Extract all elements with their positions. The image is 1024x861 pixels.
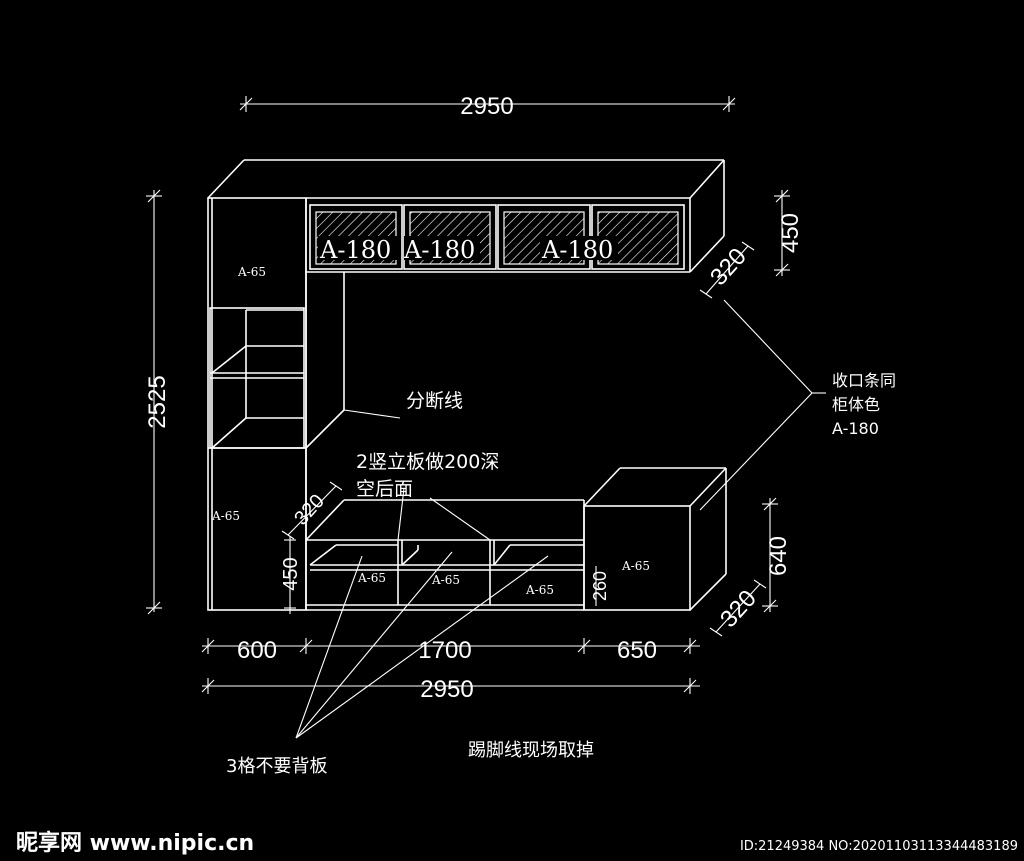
right-low-cabinet: [583, 467, 727, 611]
dim-right-depth: 320: [709, 579, 767, 637]
label-tv-3: A-65: [525, 583, 554, 597]
dim-right-height: 640: [762, 497, 792, 613]
dim-top-width-text: 2950: [460, 93, 513, 120]
dim-upper-height: 450: [774, 189, 804, 277]
note-vertical-board-2: 空后面: [356, 478, 413, 500]
watermark-logo: 昵享网 www.nipic.cn: [16, 830, 254, 856]
dim-left-width-text: 600: [237, 637, 277, 664]
note-trim-3: A-180: [832, 419, 879, 438]
dim-height-text: 2525: [144, 375, 171, 428]
note-kickboard: 踢脚线现场取掉: [468, 740, 594, 761]
label-upper-1: A-180: [319, 236, 391, 264]
break-line-leader: [343, 409, 401, 419]
dim-plinth-text: 260: [590, 571, 610, 601]
dim-tv-depth-text: 320: [290, 490, 329, 530]
dim-right-width-text: 650: [617, 637, 657, 664]
note-vertical-board-1: 2竖立板做200深: [356, 451, 499, 473]
dim-lower-height: 450: [280, 536, 302, 614]
vertical-board-leaders: [397, 487, 491, 541]
note-break-line: 分断线: [406, 390, 463, 412]
dim-bottom-total: 2950: [201, 676, 700, 703]
dim-upper-height-text: 450: [777, 213, 804, 253]
dim-lower-height-text: 450: [280, 557, 302, 590]
left-tall-cabinet: [207, 197, 307, 611]
label-left-bottom: A-65: [211, 509, 240, 523]
dim-right-height-text: 640: [765, 536, 792, 576]
note-trim-1: 收口条同: [832, 371, 896, 390]
upper-cabinet-outline: [207, 159, 725, 610]
tv-cabinet: [305, 499, 585, 611]
watermark-id: ID:21249384 NO:20201103113344483189: [740, 839, 1018, 854]
label-upper-2: A-180: [403, 236, 475, 264]
label-left-top: A-65: [237, 265, 266, 279]
trim-leaders: [699, 299, 826, 511]
dim-middle-width-text: 1700: [418, 637, 471, 664]
dim-upper-depth: 320: [699, 241, 755, 299]
no-backboard-leaders: [295, 551, 549, 739]
label-right-cab: A-65: [621, 559, 650, 573]
note-no-backboard: 3格不要背板: [226, 756, 327, 777]
dim-bottom-segments: 600 1700 650: [201, 637, 700, 664]
label-upper-3: A-180: [541, 236, 613, 264]
label-tv-2: A-65: [431, 573, 460, 587]
dim-top-width: 2950: [239, 93, 736, 120]
dim-height: 2525: [144, 189, 171, 615]
upper-labels-bg: [318, 236, 618, 260]
label-tv-1: A-65: [357, 571, 386, 585]
dim-bottom-width-text: 2950: [420, 676, 473, 703]
dim-plinth: 260: [590, 566, 610, 606]
note-trim-2: 柜体色: [832, 395, 880, 414]
